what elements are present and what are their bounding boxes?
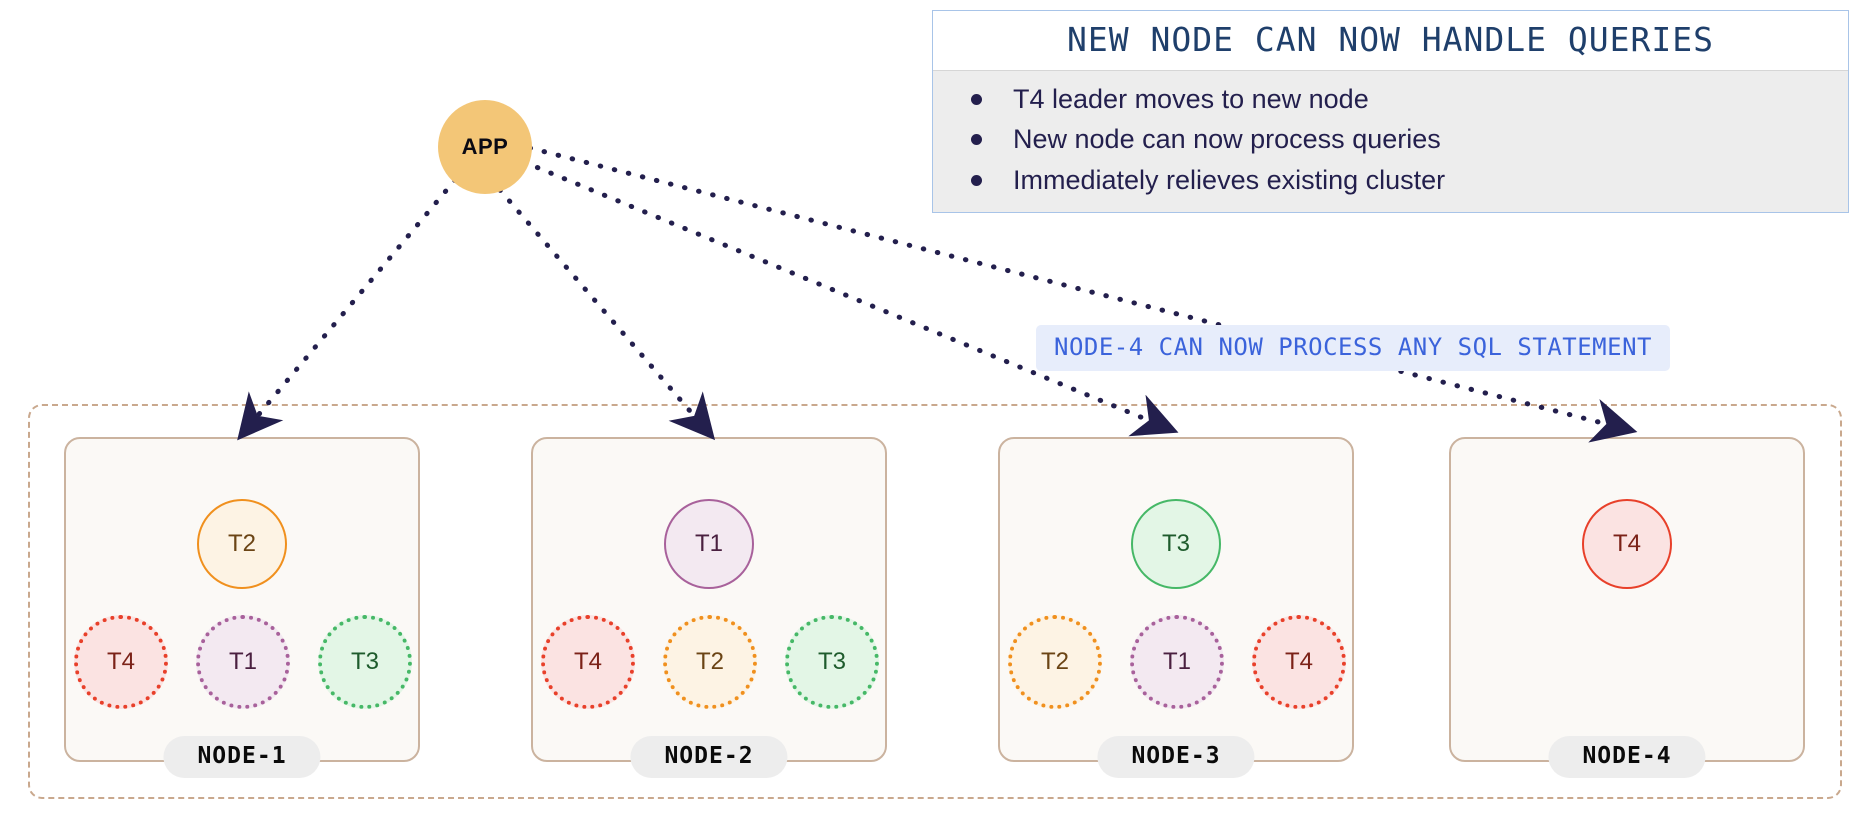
- replica-label: T3: [817, 648, 846, 675]
- replica-label: T2: [1040, 648, 1069, 675]
- replica-label: T4: [1284, 648, 1313, 675]
- replica-label: T2: [227, 530, 256, 557]
- arrow-app-to-node-2: [497, 187, 716, 441]
- follower-replica[interactable]: T2: [663, 615, 757, 709]
- callout-body: T4 leader moves to new node New node can…: [933, 70, 1848, 213]
- replica-label: T1: [1162, 648, 1191, 675]
- callout-bullet-item: T4 leader moves to new node: [933, 79, 1848, 119]
- sql-statement-badge: NODE-4 CAN NOW PROCESS ANY SQL STATEMENT: [1036, 325, 1670, 371]
- node-box[interactable]: T4 NODE-4: [1449, 437, 1805, 778]
- replica-label: T4: [1612, 530, 1641, 557]
- replica-label: T4: [106, 648, 135, 675]
- node-box[interactable]: T2 T4 T1 T3 NODE-1: [64, 437, 420, 778]
- replica-label: T4: [573, 648, 602, 675]
- leader-replica[interactable]: T4: [1582, 499, 1672, 589]
- replica-label: T3: [350, 648, 379, 675]
- callout-bullet-text: T4 leader moves to new node: [1013, 84, 1369, 114]
- node-name-badge: NODE-3: [1097, 736, 1255, 778]
- replica-label: T1: [694, 530, 723, 557]
- follower-replica[interactable]: T4: [1252, 615, 1346, 709]
- bullet-icon: [971, 93, 982, 105]
- follower-replica[interactable]: T1: [196, 615, 290, 709]
- arrow-app-to-node-1: [237, 177, 458, 441]
- callout-bullet-item: Immediately relieves existing cluster: [933, 160, 1848, 200]
- follower-replica[interactable]: T3: [318, 615, 412, 709]
- callout-box: NEW NODE CAN NOW HANDLE QUERIES T4 leade…: [932, 10, 1849, 214]
- bullet-icon: [971, 134, 982, 146]
- node-box[interactable]: T1 T4 T2 T3 NODE-2: [531, 437, 887, 778]
- callout-bullet-text: Immediately relieves existing cluster: [1013, 164, 1446, 195]
- node-name-badge: NODE-2: [630, 736, 788, 778]
- node-box[interactable]: T3 T2 T1 T4 NODE-3: [998, 437, 1354, 778]
- replica-label: T2: [695, 648, 724, 675]
- app-node[interactable]: APP: [438, 100, 532, 194]
- node-name-badge: NODE-4: [1548, 736, 1706, 778]
- leader-replica[interactable]: T3: [1131, 499, 1221, 589]
- follower-replica[interactable]: T1: [1130, 615, 1224, 709]
- callout-bullet-text: New node can now process queries: [1013, 124, 1441, 155]
- follower-replica[interactable]: T4: [74, 615, 168, 709]
- replica-label: T1: [228, 648, 257, 675]
- bullet-icon: [971, 174, 982, 186]
- app-label: APP: [461, 134, 509, 159]
- replica-label: T3: [1161, 530, 1190, 557]
- node-name-badge: NODE-1: [163, 736, 321, 778]
- leader-replica[interactable]: T2: [197, 499, 287, 589]
- follower-replica[interactable]: T3: [785, 615, 879, 709]
- follower-replica[interactable]: T4: [541, 615, 635, 709]
- leader-replica[interactable]: T1: [664, 499, 754, 589]
- callout-bullet-item: New node can now process queries: [933, 119, 1848, 159]
- follower-replica[interactable]: T2: [1008, 615, 1102, 709]
- callout-title: NEW NODE CAN NOW HANDLE QUERIES: [933, 11, 1848, 70]
